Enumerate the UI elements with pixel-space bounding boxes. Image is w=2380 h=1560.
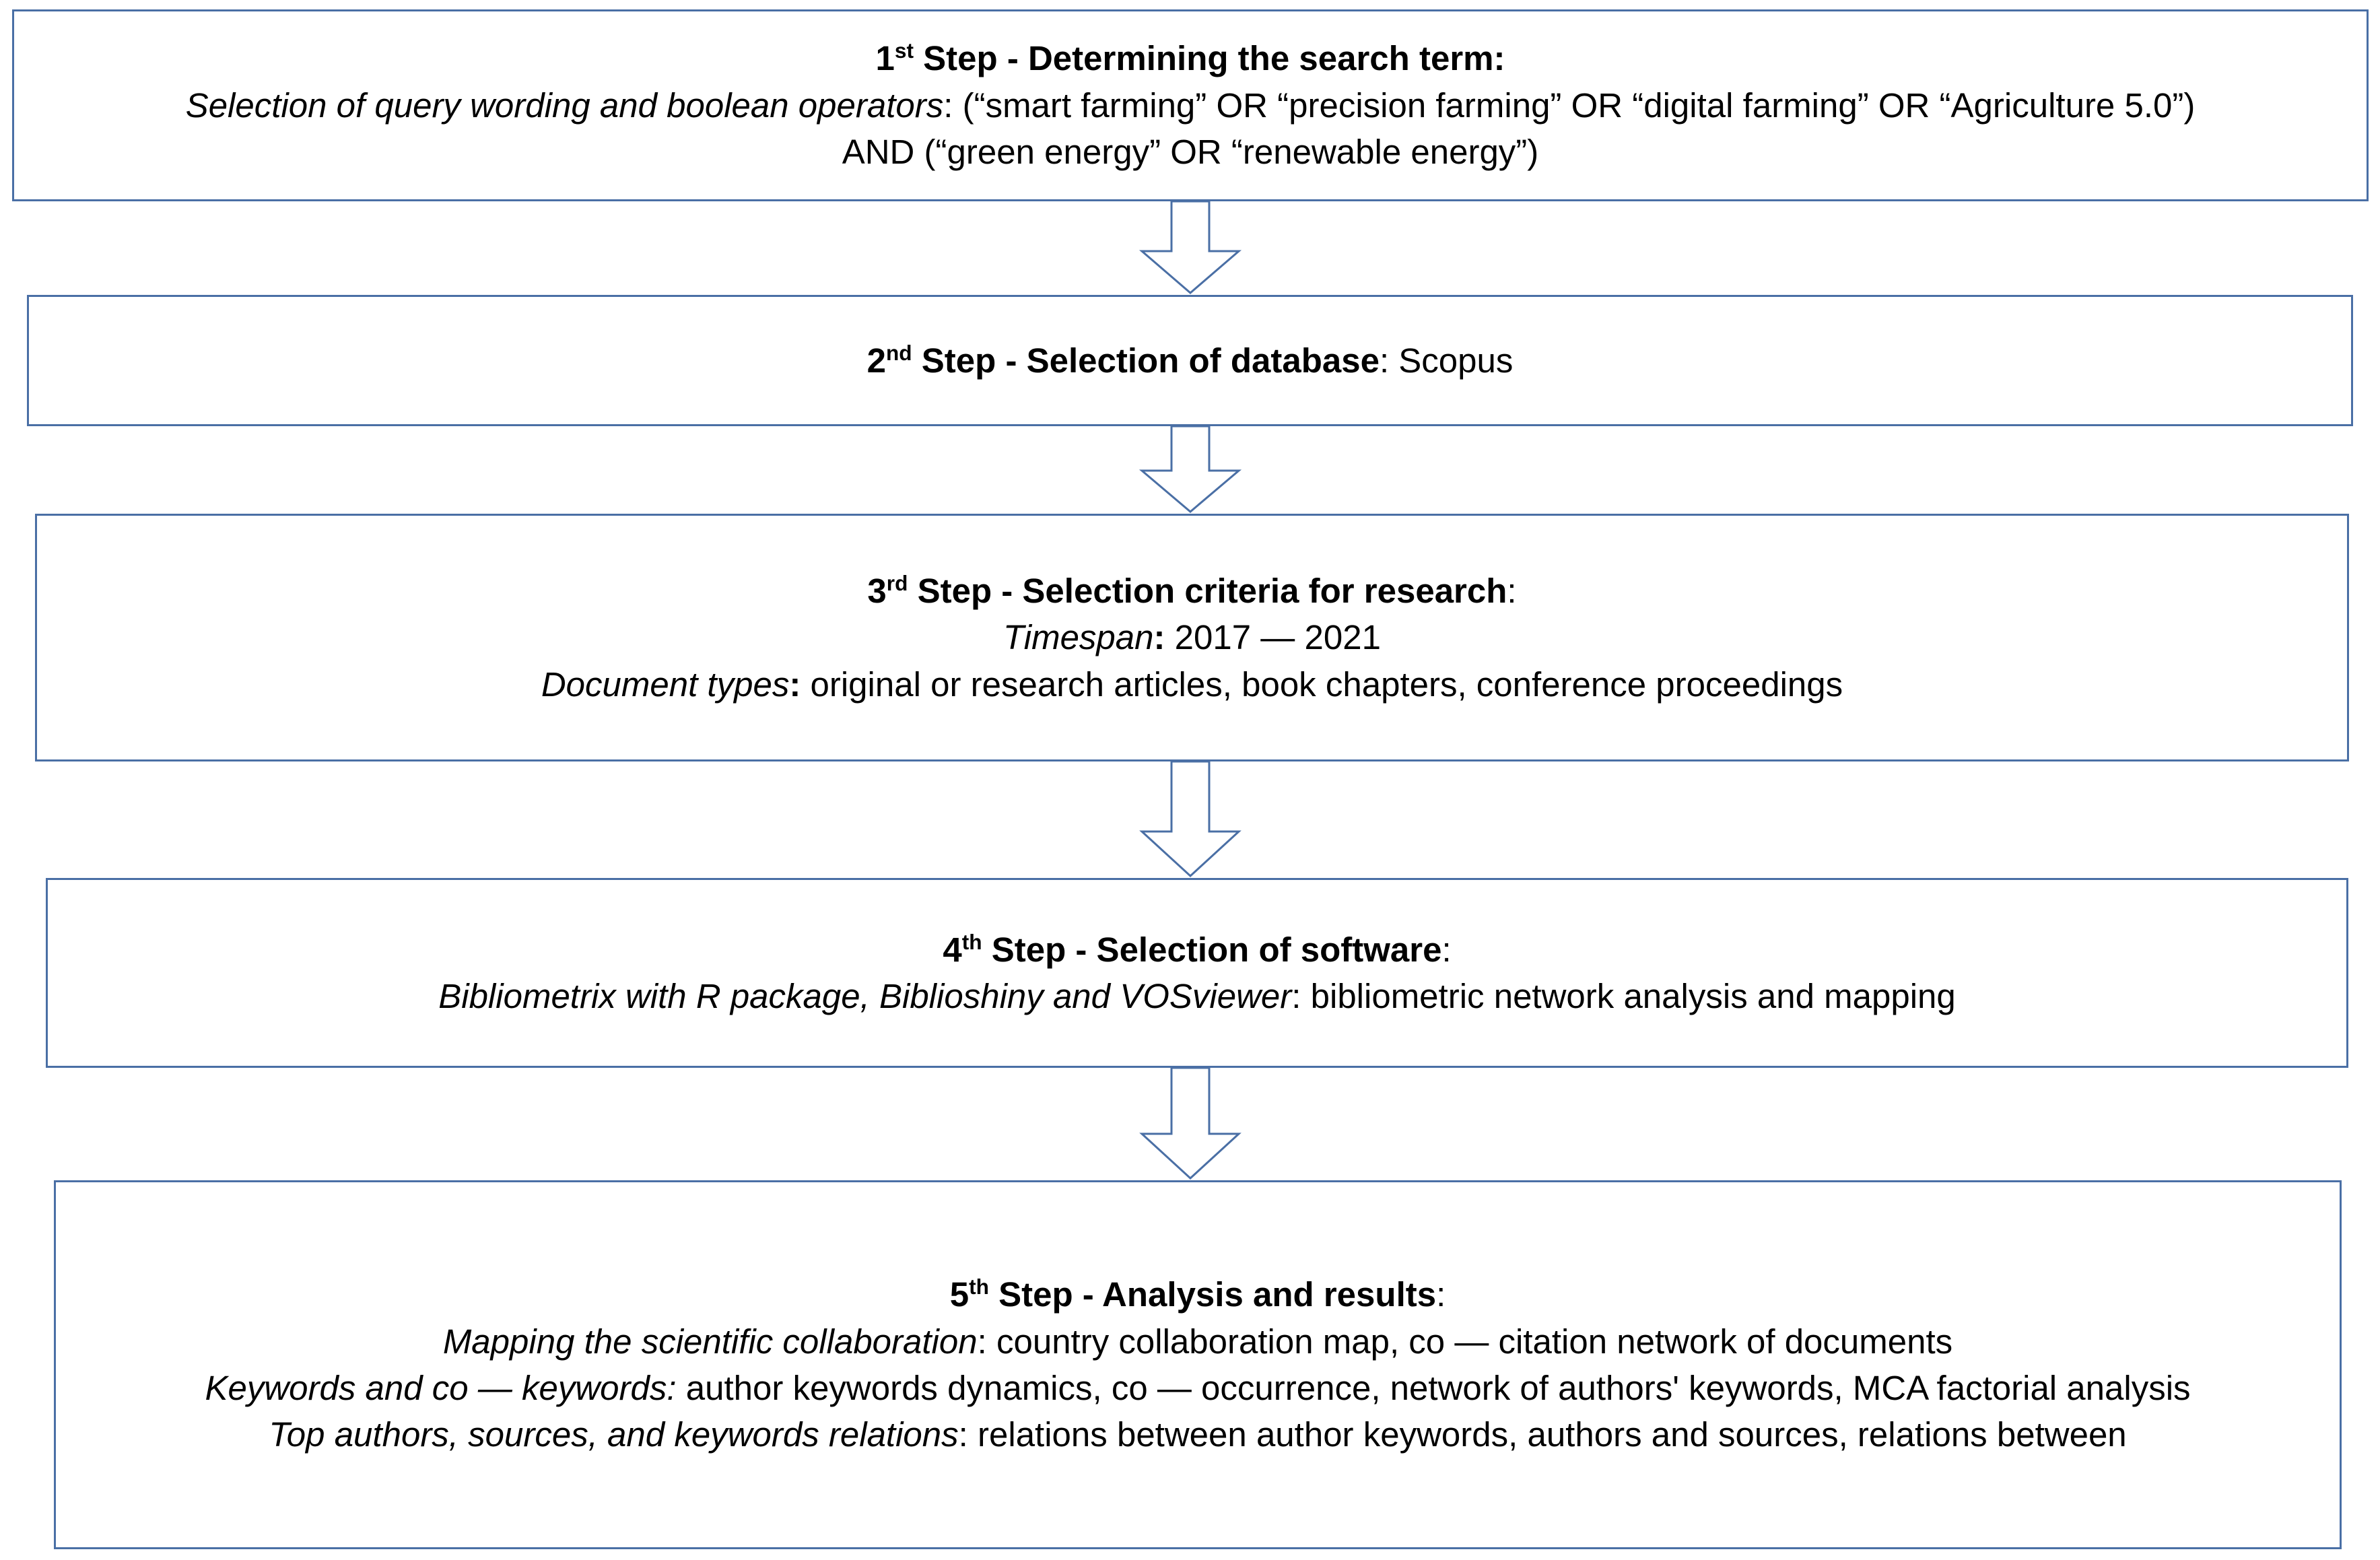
step-3-line-1-rest: 2017 — 2021 [1165, 618, 1381, 657]
step-5-line-3: Top authors, sources, and keywords relat… [73, 1411, 2322, 1458]
step-4-line-1: Bibliometrix with R package, Biblioshiny… [65, 973, 2329, 1019]
step-4-ordinal-suffix: th [961, 929, 982, 954]
step-4-ordinal: 4 [943, 930, 962, 969]
down-arrow-icon [1138, 200, 1242, 294]
step-1-line-2: AND (“green energy” OR “renewable energy… [32, 129, 2349, 175]
step-3-line-2: Document types: original or research art… [55, 661, 2330, 708]
step-3-ordinal-suffix: rd [886, 570, 908, 595]
step-5-ordinal: 5 [949, 1275, 970, 1314]
step-4-title: 4th Step - Selection of software: [65, 926, 2329, 973]
step-box-1: 1st Step - Determining the search term: … [12, 9, 2369, 201]
step-5-line-1-rest: : country collaboration map, co — citati… [977, 1322, 1953, 1361]
step-4-line-1-emphasis: Bibliometrix with R package, Biblioshiny… [438, 977, 1292, 1015]
step-1-line-1-emphasis: Selection of query wording and boolean o… [185, 86, 944, 125]
arrow-connector-3 [1123, 760, 1258, 878]
step-3-ordinal: 3 [867, 571, 887, 610]
step-3-title-rest: Step - Selection criteria for research [908, 571, 1507, 610]
step-5-line-1: Mapping the scientific collaboration: co… [73, 1318, 2322, 1365]
step-box-3: 3rd Step - Selection criteria for resear… [35, 514, 2349, 761]
step-5-line-2-emphasis: Keywords and co — keywords: [205, 1369, 677, 1407]
step-3-line-2-emphasis: Document types [541, 665, 790, 704]
step-box-4: 4th Step - Selection of software: Biblio… [46, 878, 2348, 1068]
step-4-line-1-rest: : bibliometric network analysis and mapp… [1291, 977, 1956, 1015]
step-5-title-tail: : [1436, 1275, 1446, 1314]
step-5-title: 5th Step - Analysis and results: [73, 1271, 2322, 1318]
step-5-line-2: Keywords and co — keywords: author keywo… [73, 1365, 2322, 1411]
arrow-connector-1 [1123, 200, 1258, 295]
step-4-title-rest: Step - Selection of software [982, 930, 1442, 969]
step-1-line-1-rest: : (“smart farming” OR “precision farming… [943, 86, 2196, 125]
step-3-line-2-rest: original or research articles, book chap… [801, 665, 1843, 704]
step-3-title: 3rd Step - Selection criteria for resear… [55, 568, 2330, 614]
step-3-line-2-colon: : [789, 665, 801, 704]
step-3-line-1-emphasis: Timespan [1003, 618, 1154, 657]
step-2-ordinal-suffix: nd [885, 340, 912, 365]
step-5-line-2-rest: author keywords dynamics, co — occurrenc… [676, 1369, 2191, 1407]
step-5-line-1-emphasis: Mapping the scientific collaboration [442, 1322, 978, 1361]
arrow-connector-4 [1123, 1066, 1258, 1180]
step-5-line-3-rest: : relations between author keywords, aut… [958, 1415, 2127, 1454]
step-1-line-2-rest: AND (“green energy” OR “renewable energy… [842, 133, 1539, 172]
down-arrow-icon [1138, 1066, 1242, 1180]
step-3-line-1-colon: : [1153, 618, 1165, 657]
step-box-2: 2nd Step - Selection of database: Scopus [27, 295, 2353, 426]
step-1-ordinal: 1 [875, 39, 895, 78]
step-1-line-1: Selection of query wording and boolean o… [32, 82, 2349, 129]
step-1-title: 1st Step - Determining the search term: [32, 35, 2349, 81]
step-3-title-tail: : [1507, 571, 1517, 610]
down-arrow-icon [1138, 760, 1242, 878]
step-5-ordinal-suffix: th [969, 1275, 989, 1299]
step-1-ordinal-suffix: st [894, 38, 914, 63]
step-2-title-tail: : Scopus [1379, 341, 1514, 380]
down-arrow-icon [1138, 425, 1242, 513]
step-2-title: 2nd Step - Selection of database: Scopus [46, 337, 2334, 384]
step-3-line-1: Timespan: 2017 — 2021 [55, 614, 2330, 660]
step-2-ordinal: 2 [866, 341, 886, 380]
step-box-5: 5th Step - Analysis and results: Mapping… [54, 1180, 2342, 1549]
step-5-line-3-emphasis: Top authors, sources, and keywords relat… [269, 1415, 959, 1454]
step-2-title-rest: Step - Selection of database [912, 341, 1380, 380]
step-1-title-rest: Step - Determining the search term: [913, 39, 1505, 78]
arrow-connector-2 [1123, 425, 1258, 514]
step-4-title-tail: : [1441, 930, 1452, 969]
step-5-title-rest: Step - Analysis and results [988, 1275, 1437, 1314]
